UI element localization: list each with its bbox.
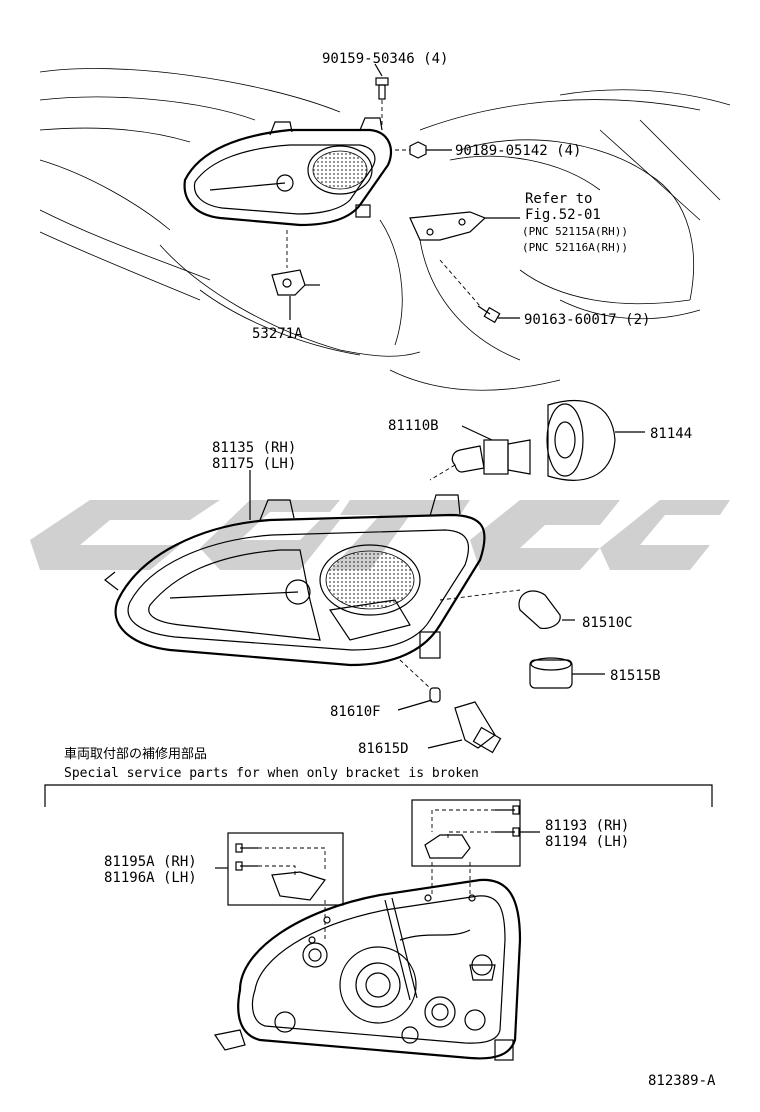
label-refer-to: Refer to [525, 191, 592, 207]
label-90159: 90159-50346 (4) [322, 51, 448, 67]
clip-53271a-icon [271, 230, 320, 320]
car-body-outline [39, 68, 731, 391]
headlamp-assembly [104, 494, 486, 667]
label-81615d: 81615D [358, 741, 409, 757]
socket-81615d-icon [427, 701, 502, 754]
bulb-81510c-icon [439, 589, 575, 630]
label-81610f: 81610F [330, 704, 381, 720]
label-81510c: 81510C [582, 615, 633, 631]
label-81144: 81144 [650, 426, 692, 442]
label-81110b: 81110B [388, 418, 439, 434]
label-81194-lh: 81194 (LH) [545, 834, 629, 850]
label-81175-lh: 81175 (LH) [212, 456, 296, 472]
label-90163: 90163-60017 (2) [524, 312, 650, 328]
label-81135-rh: 81135 (RH) [212, 440, 296, 456]
figure-id: 812389-A [648, 1073, 716, 1089]
bulb-81110b-icon [429, 425, 531, 481]
label-81193-rh: 81193 (RH) [545, 818, 629, 834]
bracket-52115a-icon [409, 211, 520, 241]
label-pnc-rh-2: (PNC 52116A(RH)) [522, 241, 628, 254]
bulb-81610f-icon [397, 659, 441, 711]
label-81195a-rh: 81195A (RH) [104, 854, 197, 870]
cover-81144-icon [546, 399, 645, 481]
service-parts-bracket [44, 784, 713, 807]
note-english: Special service parts for when only brac… [64, 766, 479, 781]
socket-81515b-icon [529, 657, 605, 689]
label-90189: 90189-05142 (4) [455, 143, 581, 159]
note-japanese: 車両取付部の補修用部品 [64, 747, 207, 762]
label-81515b: 81515B [610, 668, 661, 684]
label-81196a-lh: 81196A (LH) [104, 870, 197, 886]
label-pnc-rh: (PNC 52115A(RH)) [522, 225, 628, 238]
bolt-90159-icon [375, 77, 389, 125]
leader-90159 [374, 63, 383, 77]
repair-kit-box-left [215, 832, 344, 906]
nut-90189-icon [395, 141, 452, 159]
label-fig-ref: Fig.52-01 [525, 207, 601, 223]
headlamp-mounted [183, 117, 393, 227]
headlamp-rear-view [214, 862, 522, 1061]
repair-kit-box-right [411, 799, 540, 867]
label-53271a: 53271A [252, 326, 303, 342]
screw-90163-icon [439, 259, 520, 324]
